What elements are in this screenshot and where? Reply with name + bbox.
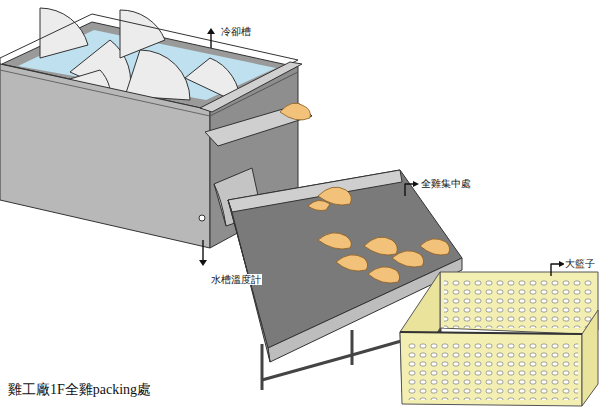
- tank-label: 冷卻槽: [220, 26, 252, 37]
- caption: 雞工廠1F全雞packing處: [8, 382, 151, 397]
- basket-label: 大籃子: [564, 258, 596, 269]
- thermometer-label: 水槽溫度計: [210, 274, 262, 285]
- collection-label: 全雞集中處: [420, 178, 472, 189]
